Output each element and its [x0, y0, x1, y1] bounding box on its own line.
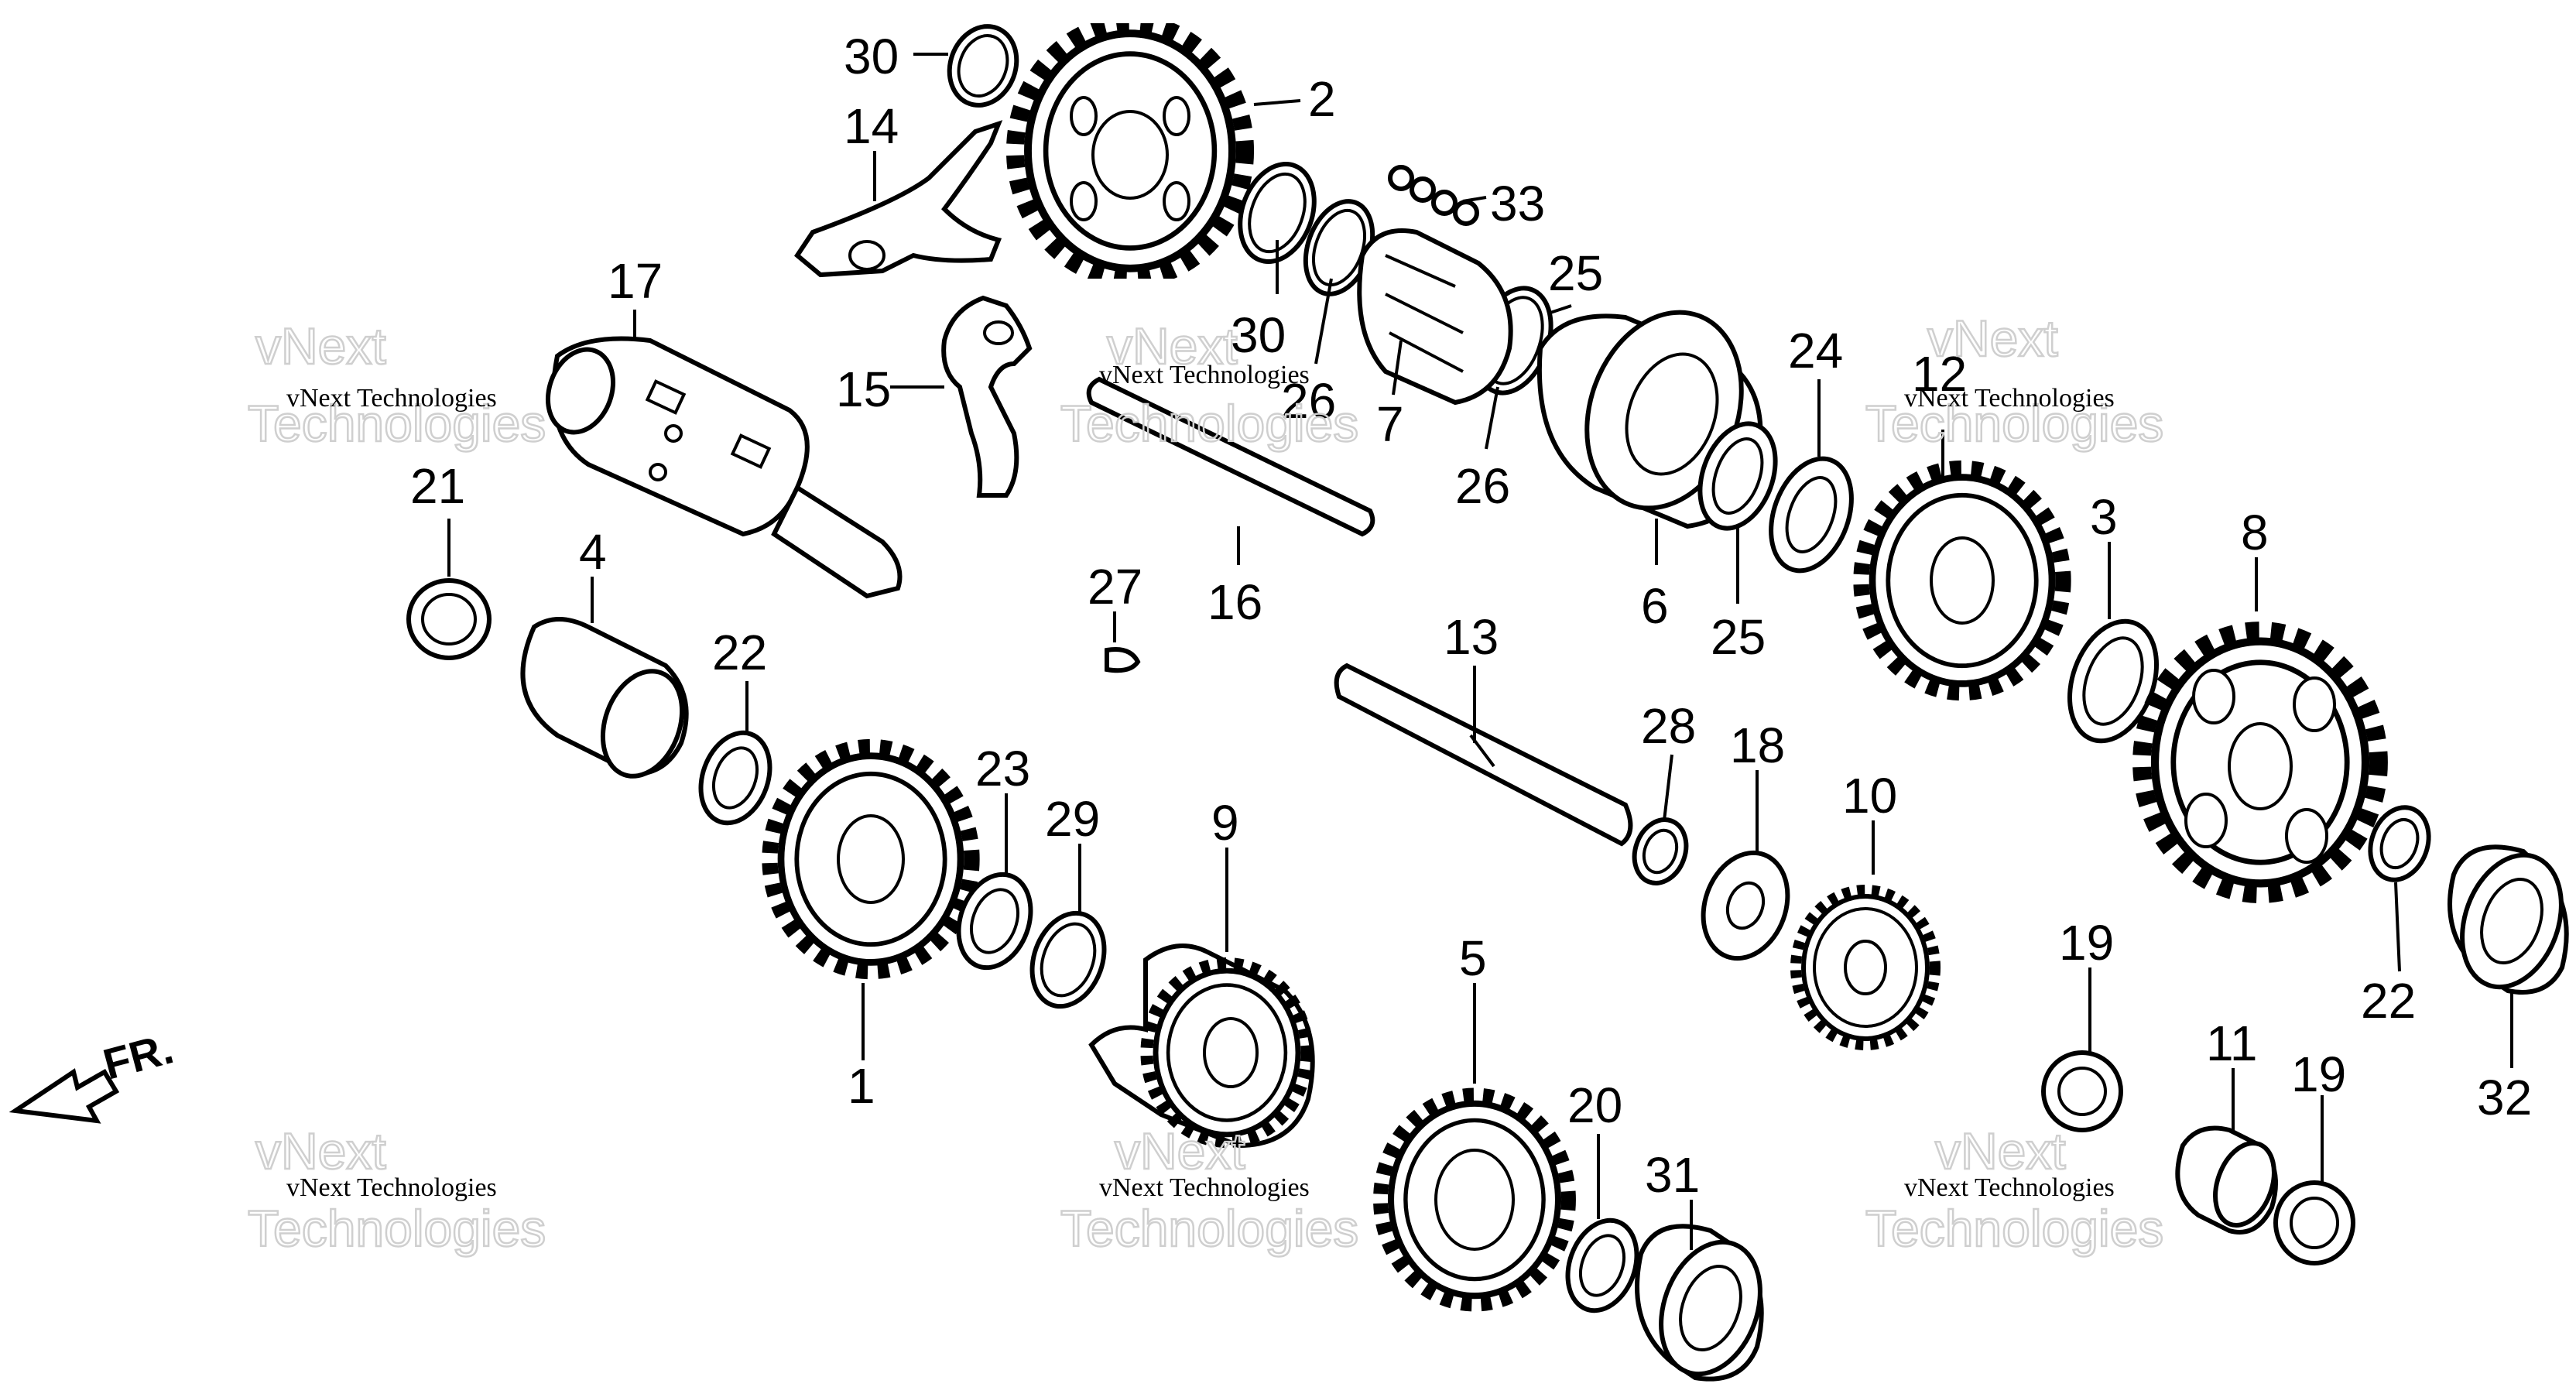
svg-text:vNext Technologies: vNext Technologies [1099, 1173, 1310, 1202]
watermark-1: vNext Technologies vNext Technologies [247, 317, 547, 454]
label-19-left: 19 [2059, 915, 2114, 971]
part-17-shift-drum [545, 336, 903, 599]
svg-text:vNext: vNext [1107, 317, 1238, 375]
label-18: 18 [1730, 717, 1785, 773]
part-25-24-washers [1697, 421, 1854, 574]
label-29: 29 [1045, 791, 1100, 847]
part-8-gear [2142, 631, 2379, 894]
label-26-right: 26 [1455, 458, 1510, 514]
svg-text:Technologies: Technologies [1060, 395, 1358, 452]
part-18-washer [1701, 850, 1790, 961]
part-5-gear [1381, 1095, 1569, 1304]
leader-lines [447, 53, 2513, 1250]
label-20: 20 [1567, 1077, 1622, 1133]
label-26-left: 26 [1281, 373, 1336, 429]
label-12: 12 [1912, 346, 1967, 402]
svg-text:vNext Technologies: vNext Technologies [1099, 361, 1310, 389]
svg-text:vNext Technologies: vNext Technologies [286, 1173, 497, 1202]
label-31: 31 [1645, 1147, 1700, 1203]
part-1-gear [770, 747, 972, 971]
part-28-ring [1632, 817, 1689, 885]
watermark-4: vNext Technologies vNext Technologies [247, 1122, 547, 1259]
part-number-labels: 30 2 14 33 17 25 30 24 12 15 26 7 26 21 … [410, 29, 2532, 1203]
watermark-2: vNext Technologies vNext Technologies [1060, 317, 1360, 454]
svg-text:vNext Technologies: vNext Technologies [1904, 1173, 2115, 1202]
label-22-bottom: 22 [712, 625, 767, 680]
label-14: 14 [844, 98, 899, 154]
svg-text:vNext Technologies: vNext Technologies [286, 384, 497, 413]
part-33-balls [1388, 165, 1479, 226]
part-23-29-rings [956, 872, 1107, 1009]
part-16-shift-fork-shaft [1086, 376, 1375, 537]
label-33: 33 [1490, 176, 1545, 231]
part-32-bearing [2448, 844, 2569, 995]
svg-text:vNext Technologies: vNext Technologies [1904, 384, 2115, 413]
label-24: 24 [1788, 323, 1843, 378]
label-27: 27 [1088, 559, 1142, 615]
svg-text:Technologies: Technologies [1865, 1200, 2163, 1257]
part-11-bushing [2175, 1125, 2278, 1235]
part-20-washer [1565, 1217, 1639, 1313]
label-2: 2 [1308, 71, 1336, 127]
part-12-gear [1862, 468, 2064, 693]
label-13: 13 [1444, 609, 1499, 665]
label-30-mid: 30 [1231, 307, 1286, 363]
label-7: 7 [1376, 396, 1404, 452]
svg-text:vNext: vNext [1927, 310, 2058, 367]
part-21-washer [2368, 805, 2431, 882]
label-9: 9 [1211, 795, 1239, 851]
part-27-key [1105, 647, 1141, 673]
label-8: 8 [2241, 505, 2269, 560]
front-label: FR. [98, 1023, 178, 1088]
front-direction-indicator: FR. [9, 1023, 178, 1124]
label-11: 11 [2206, 1015, 2257, 1071]
label-10: 10 [1842, 768, 1897, 824]
label-25-top: 25 [1548, 245, 1603, 301]
label-6: 6 [1641, 578, 1669, 634]
label-1: 1 [848, 1058, 875, 1114]
part-9-gear [1088, 944, 1315, 1146]
label-22-top: 21 [410, 458, 465, 514]
watermark-5: vNext Technologies vNext Technologies [1060, 1122, 1360, 1259]
label-30-top: 30 [844, 29, 899, 84]
svg-text:Technologies: Technologies [248, 395, 546, 452]
label-28: 28 [1641, 698, 1696, 754]
label-25-bottom: 25 [1711, 609, 1766, 665]
label-3: 3 [2090, 489, 2118, 545]
svg-text:vNext: vNext [1115, 1122, 1245, 1180]
svg-text:vNext: vNext [255, 1122, 386, 1180]
svg-text:Technologies: Technologies [1060, 1200, 1358, 1257]
label-16: 16 [1208, 574, 1262, 630]
part-3-washer [2067, 618, 2160, 744]
label-32: 32 [2477, 1070, 2532, 1125]
part-30-snap-ring [1238, 162, 1317, 264]
part-14-shift-fork [794, 120, 1003, 278]
part-30-snap-ring-top [947, 24, 1019, 108]
label-5: 5 [1459, 930, 1487, 986]
watermark-6: vNext Technologies vNext Technologies [1865, 1122, 2165, 1259]
front-arrow-icon [9, 1068, 120, 1124]
label-4: 4 [579, 524, 607, 580]
svg-text:Technologies: Technologies [1865, 395, 2163, 452]
label-23: 23 [975, 741, 1030, 796]
part-15-shift-fork [941, 295, 1033, 498]
watermark-3: vNext Technologies vNext Technologies [1865, 309, 2165, 454]
part-22-washers [406, 578, 772, 826]
part-10-gear [1796, 890, 1935, 1045]
part-19-washers [2041, 1050, 2355, 1265]
svg-text:vNext: vNext [255, 317, 386, 375]
part-2-gear [1016, 23, 1245, 279]
svg-text:vNext: vNext [1935, 1122, 2066, 1180]
part-31-bearing [1635, 1224, 1764, 1382]
svg-text:Technologies: Technologies [248, 1200, 546, 1257]
part-4-bushing [520, 617, 689, 779]
label-19-right: 19 [2291, 1046, 2346, 1102]
label-15: 15 [836, 361, 891, 417]
part-7-collar [1357, 228, 1513, 406]
label-21: 22 [2361, 973, 2416, 1029]
part-13-shaft [1334, 663, 1633, 847]
label-17: 17 [608, 253, 663, 309]
